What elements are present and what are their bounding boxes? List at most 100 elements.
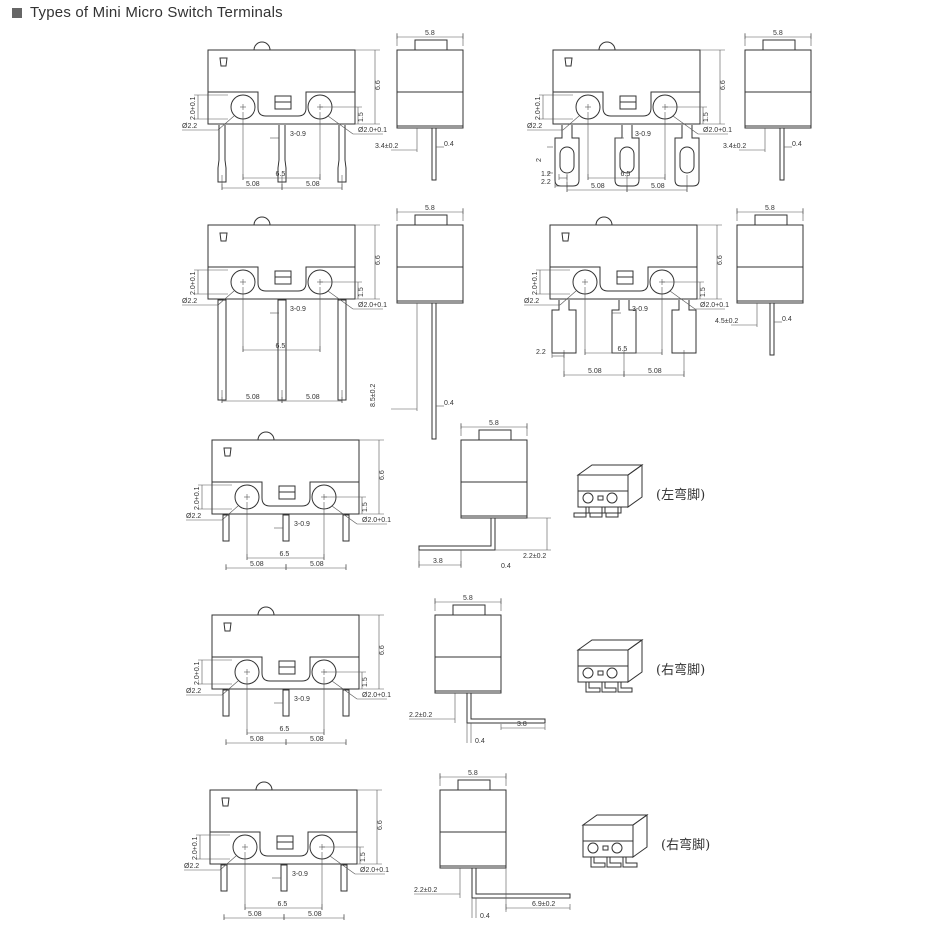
dimension-line: [672, 115, 699, 135]
terminal-pin: [222, 689, 230, 717]
dimension-label: 5.08: [648, 368, 662, 375]
terminal-pin: [222, 514, 230, 542]
dimension-label: 6.5: [280, 726, 290, 733]
orientation-mark: [219, 57, 228, 67]
dimension-label: 5.8: [425, 30, 435, 37]
side-view-left: 5.82.2±0.23.80.4: [418, 420, 551, 570]
terminal-pin: [340, 864, 348, 892]
hole-offset-label: 1.5: [362, 502, 369, 512]
actuator-icon: [255, 781, 273, 791]
lug-hole-label: 2: [536, 158, 543, 162]
square-bullet-icon: [12, 7, 22, 18]
hole-offset-label: 1.5: [362, 677, 369, 687]
dimension-label: 5.08: [651, 183, 665, 190]
hole: [611, 842, 623, 854]
dimension-label: 5.08: [310, 736, 324, 743]
terminal-tab: [671, 300, 697, 354]
hole-height-label: 2.0+0.1: [535, 96, 542, 120]
terminal-pin: [280, 864, 288, 892]
switch-body: [211, 614, 360, 690]
orientation-mark: [221, 797, 230, 807]
dimension-line: [221, 680, 239, 696]
hole-offset-label: 1.5: [358, 112, 365, 122]
hole: [606, 667, 618, 679]
actuator-icon: [257, 606, 275, 616]
actuator-icon: [598, 41, 616, 51]
bent-terminal: [573, 507, 590, 518]
bent-pin: [471, 867, 571, 899]
switch-body: [211, 439, 360, 515]
hole-diameter-right-label: Ø2.0+0.1: [362, 692, 391, 699]
hole-height-label: 2.0+0.1: [190, 271, 197, 295]
dimension-label: 5.8: [489, 420, 499, 427]
dimension-line: [327, 115, 354, 135]
side-body: [396, 224, 464, 304]
switch-3d-right: (右弯脚): [581, 814, 710, 868]
switch-body: [207, 224, 356, 300]
dimension-label: 5.08: [248, 911, 262, 918]
actuator-side: [457, 779, 491, 791]
pin-thickness-label: 0.4: [501, 563, 511, 570]
terminal-caption: (右弯脚): [656, 662, 705, 678]
pin-thickness-label: 0.4: [480, 913, 490, 920]
side-body: [434, 614, 502, 694]
pin-length-label: 3.4±0.2: [723, 143, 746, 150]
dimension-label: 3.8: [517, 721, 527, 728]
orientation-mark: [219, 232, 228, 242]
side-pin: [779, 127, 785, 181]
section-title: Types of Mini Micro Switch Terminals: [30, 4, 283, 21]
orientation-mark: [561, 232, 570, 242]
dimension-label: 6.5: [621, 171, 631, 178]
hole-offset-label: 1.5: [700, 287, 707, 297]
hole-offset-label: 1.5: [360, 852, 367, 862]
switch-3d-left: (左弯脚): [573, 464, 705, 518]
pin-width-label: 3-0.9: [290, 306, 306, 313]
terminal-pin: [217, 125, 227, 183]
height-label: 6.6: [377, 820, 384, 830]
switch-body: [549, 224, 698, 300]
dimension-line: [219, 855, 237, 871]
dimension-line: [329, 855, 356, 875]
actuator-side: [754, 214, 788, 226]
hole: [582, 667, 594, 679]
orientation-mark: [223, 447, 232, 457]
terminal-pin: [337, 299, 347, 401]
height-label: 6.6: [379, 470, 386, 480]
dimension-label: 5.8: [773, 30, 783, 37]
bend-height-label: 2.2±0.2: [414, 887, 437, 894]
window: [597, 670, 604, 676]
actuator-side: [452, 604, 486, 616]
terminal-pin: [337, 125, 347, 183]
dimension-label: 5.08: [246, 394, 260, 401]
pin-thickness-label: 0.4: [475, 738, 485, 745]
dimension-line: [221, 505, 239, 521]
hole-height-label: 2.0+0.1: [194, 486, 201, 510]
dimension-line: [327, 290, 354, 310]
end-face: [627, 639, 643, 683]
dimension-label: 6.9±0.2: [532, 901, 555, 908]
actuator-side: [414, 214, 448, 226]
switch-body: [209, 789, 358, 865]
window: [602, 845, 609, 851]
dimension-label: 6.5: [276, 171, 286, 178]
height-label: 6.6: [379, 645, 386, 655]
hole-diameter-right-label: Ø2.0+0.1: [703, 127, 732, 134]
hole-offset-label: 1.5: [703, 112, 710, 122]
orientation-mark: [564, 57, 573, 67]
hole-offset-label: 1.5: [358, 287, 365, 297]
pin-thickness-label: 0.4: [444, 141, 454, 148]
dimension-label: 5.8: [765, 205, 775, 212]
end-face: [627, 464, 643, 508]
terminal-pin: [217, 299, 227, 401]
top-face: [576, 639, 644, 651]
dimension-line: [331, 680, 358, 700]
bent-terminal: [605, 507, 622, 518]
hole: [587, 842, 599, 854]
hole: [606, 492, 618, 504]
dimension-label: 2.2: [536, 349, 546, 356]
